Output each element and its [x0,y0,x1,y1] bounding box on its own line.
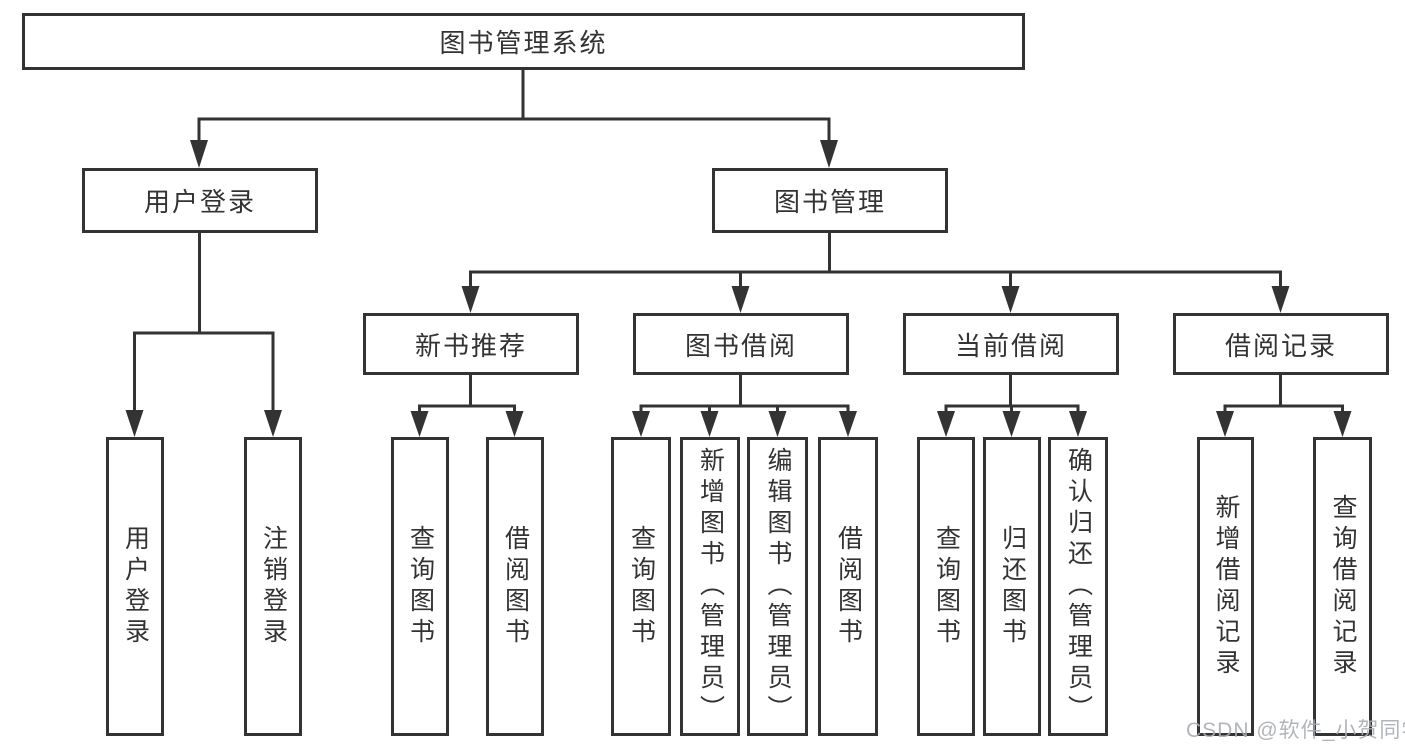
book-branch-bracket [469,270,1282,288]
arrowhead-user-logout [264,410,282,437]
leaf-br-add-record-label: 新增借阅记录 [1212,493,1240,680]
leaf-user-logout-label: 注销登录 [259,524,288,649]
connector-user-branch-to-leaves [125,232,282,437]
csdn-watermark: CSDN @软件_小贺同学 [1186,719,1405,742]
arrowhead-new-books [461,286,480,313]
leaf-bb-add-books-admin-label: 新增图书（管理员） [696,447,725,726]
leaf-bb-query-books-label: 查询图书 [627,524,656,649]
connector-current-borrow-to-leaves [937,374,1087,437]
node-book-borrowing-label: 图书借阅 [684,330,797,361]
arrowhead-cb-return [1002,411,1021,437]
arrowhead-br-query [1333,411,1352,437]
leaf-user-login: 用户登录 [106,437,164,736]
arrowhead-current-borrow [1001,286,1020,313]
node-new-book-recommendation: 新书推荐 [363,313,579,375]
leaf-bb-query-books: 查询图书 [611,437,671,736]
arrowhead-cb-query [937,411,955,437]
connector-borrow-records-to-leaves [1216,374,1352,437]
arrowhead-borrow-records [1271,286,1290,313]
arrowhead-bb-add [700,411,719,437]
borrow-records-bracket [1223,404,1344,414]
user-branch-bracket [133,331,275,412]
node-user-login-branch-label: 用户登录 [143,187,256,217]
connector-new-books-to-leaves [410,374,524,437]
leaf-user-login-label: 用户登录 [121,524,150,649]
arrowhead-nr-borrow [505,411,524,437]
arrowhead-cb-confirm [1069,411,1087,437]
leaf-br-query-record: 查询借阅记录 [1313,437,1372,736]
node-book-management-branch-label: 图书管理 [773,187,886,217]
leaf-cb-query-books: 查询图书 [917,437,975,736]
arrowhead-bb-query [632,411,650,437]
leaf-user-logout: 注销登录 [244,437,302,736]
leaf-br-query-record-label: 查询借阅记录 [1329,493,1357,680]
node-new-book-recommendation-label: 新书推荐 [414,330,527,361]
leaf-cb-confirm-return-admin-label: 确认归还（管理员） [1064,447,1093,726]
leaf-nr-borrow-books: 借阅图书 [486,437,544,736]
node-book-management-branch: 图书管理 [712,168,948,233]
leaf-cb-confirm-return-admin: 确认归还（管理员） [1048,437,1108,736]
node-current-borrowing-label: 当前借阅 [954,330,1067,361]
node-root-label: 图书管理系统 [439,28,608,58]
new-books-bracket [418,404,516,414]
node-current-borrowing: 当前借阅 [903,313,1119,375]
arrowhead-nr-query [410,411,429,437]
connector-book-branch-to-level3 [461,232,1290,313]
arrowhead-book-branch [820,140,838,168]
leaf-nr-query-books-label: 查询图书 [406,524,435,649]
leaf-bb-edit-books-admin: 编辑图书（管理员） [747,437,808,736]
arrowhead-user-login [125,410,144,437]
leaf-cb-return-books: 归还图书 [983,437,1041,736]
leaf-nr-query-books: 查询图书 [391,437,449,736]
leaf-bb-borrow-books: 借阅图书 [818,437,878,736]
connector-root-to-level2 [190,69,838,168]
arrowhead-book-borrow [731,286,750,313]
root-branch-bracket [197,117,831,142]
connector-book-borrow-to-leaves [632,374,857,437]
node-user-login-branch: 用户登录 [82,168,318,233]
node-borrowing-records-label: 借阅记录 [1224,330,1337,361]
leaf-cb-query-books-label: 查询图书 [932,524,961,649]
leaf-bb-add-books-admin: 新增图书（管理员） [680,437,740,736]
arrowhead-bb-borrow [839,411,857,437]
node-borrowing-records: 借阅记录 [1173,313,1389,375]
node-root-library-management-system: 图书管理系统 [22,13,1025,70]
leaf-bb-edit-books-admin-label: 编辑图书（管理员） [764,447,792,726]
leaf-br-add-record: 新增借阅记录 [1197,437,1254,736]
leaf-nr-borrow-books-label: 借阅图书 [501,524,530,649]
arrowhead-br-add [1216,411,1234,437]
arrowhead-bb-edit [768,411,787,437]
leaf-bb-borrow-books-label: 借阅图书 [834,524,863,649]
arrowhead-user-branch [190,140,208,168]
leaf-cb-return-books-label: 归还图书 [998,524,1027,649]
book-borrow-bracket [639,404,850,414]
node-book-borrowing: 图书借阅 [633,313,849,375]
